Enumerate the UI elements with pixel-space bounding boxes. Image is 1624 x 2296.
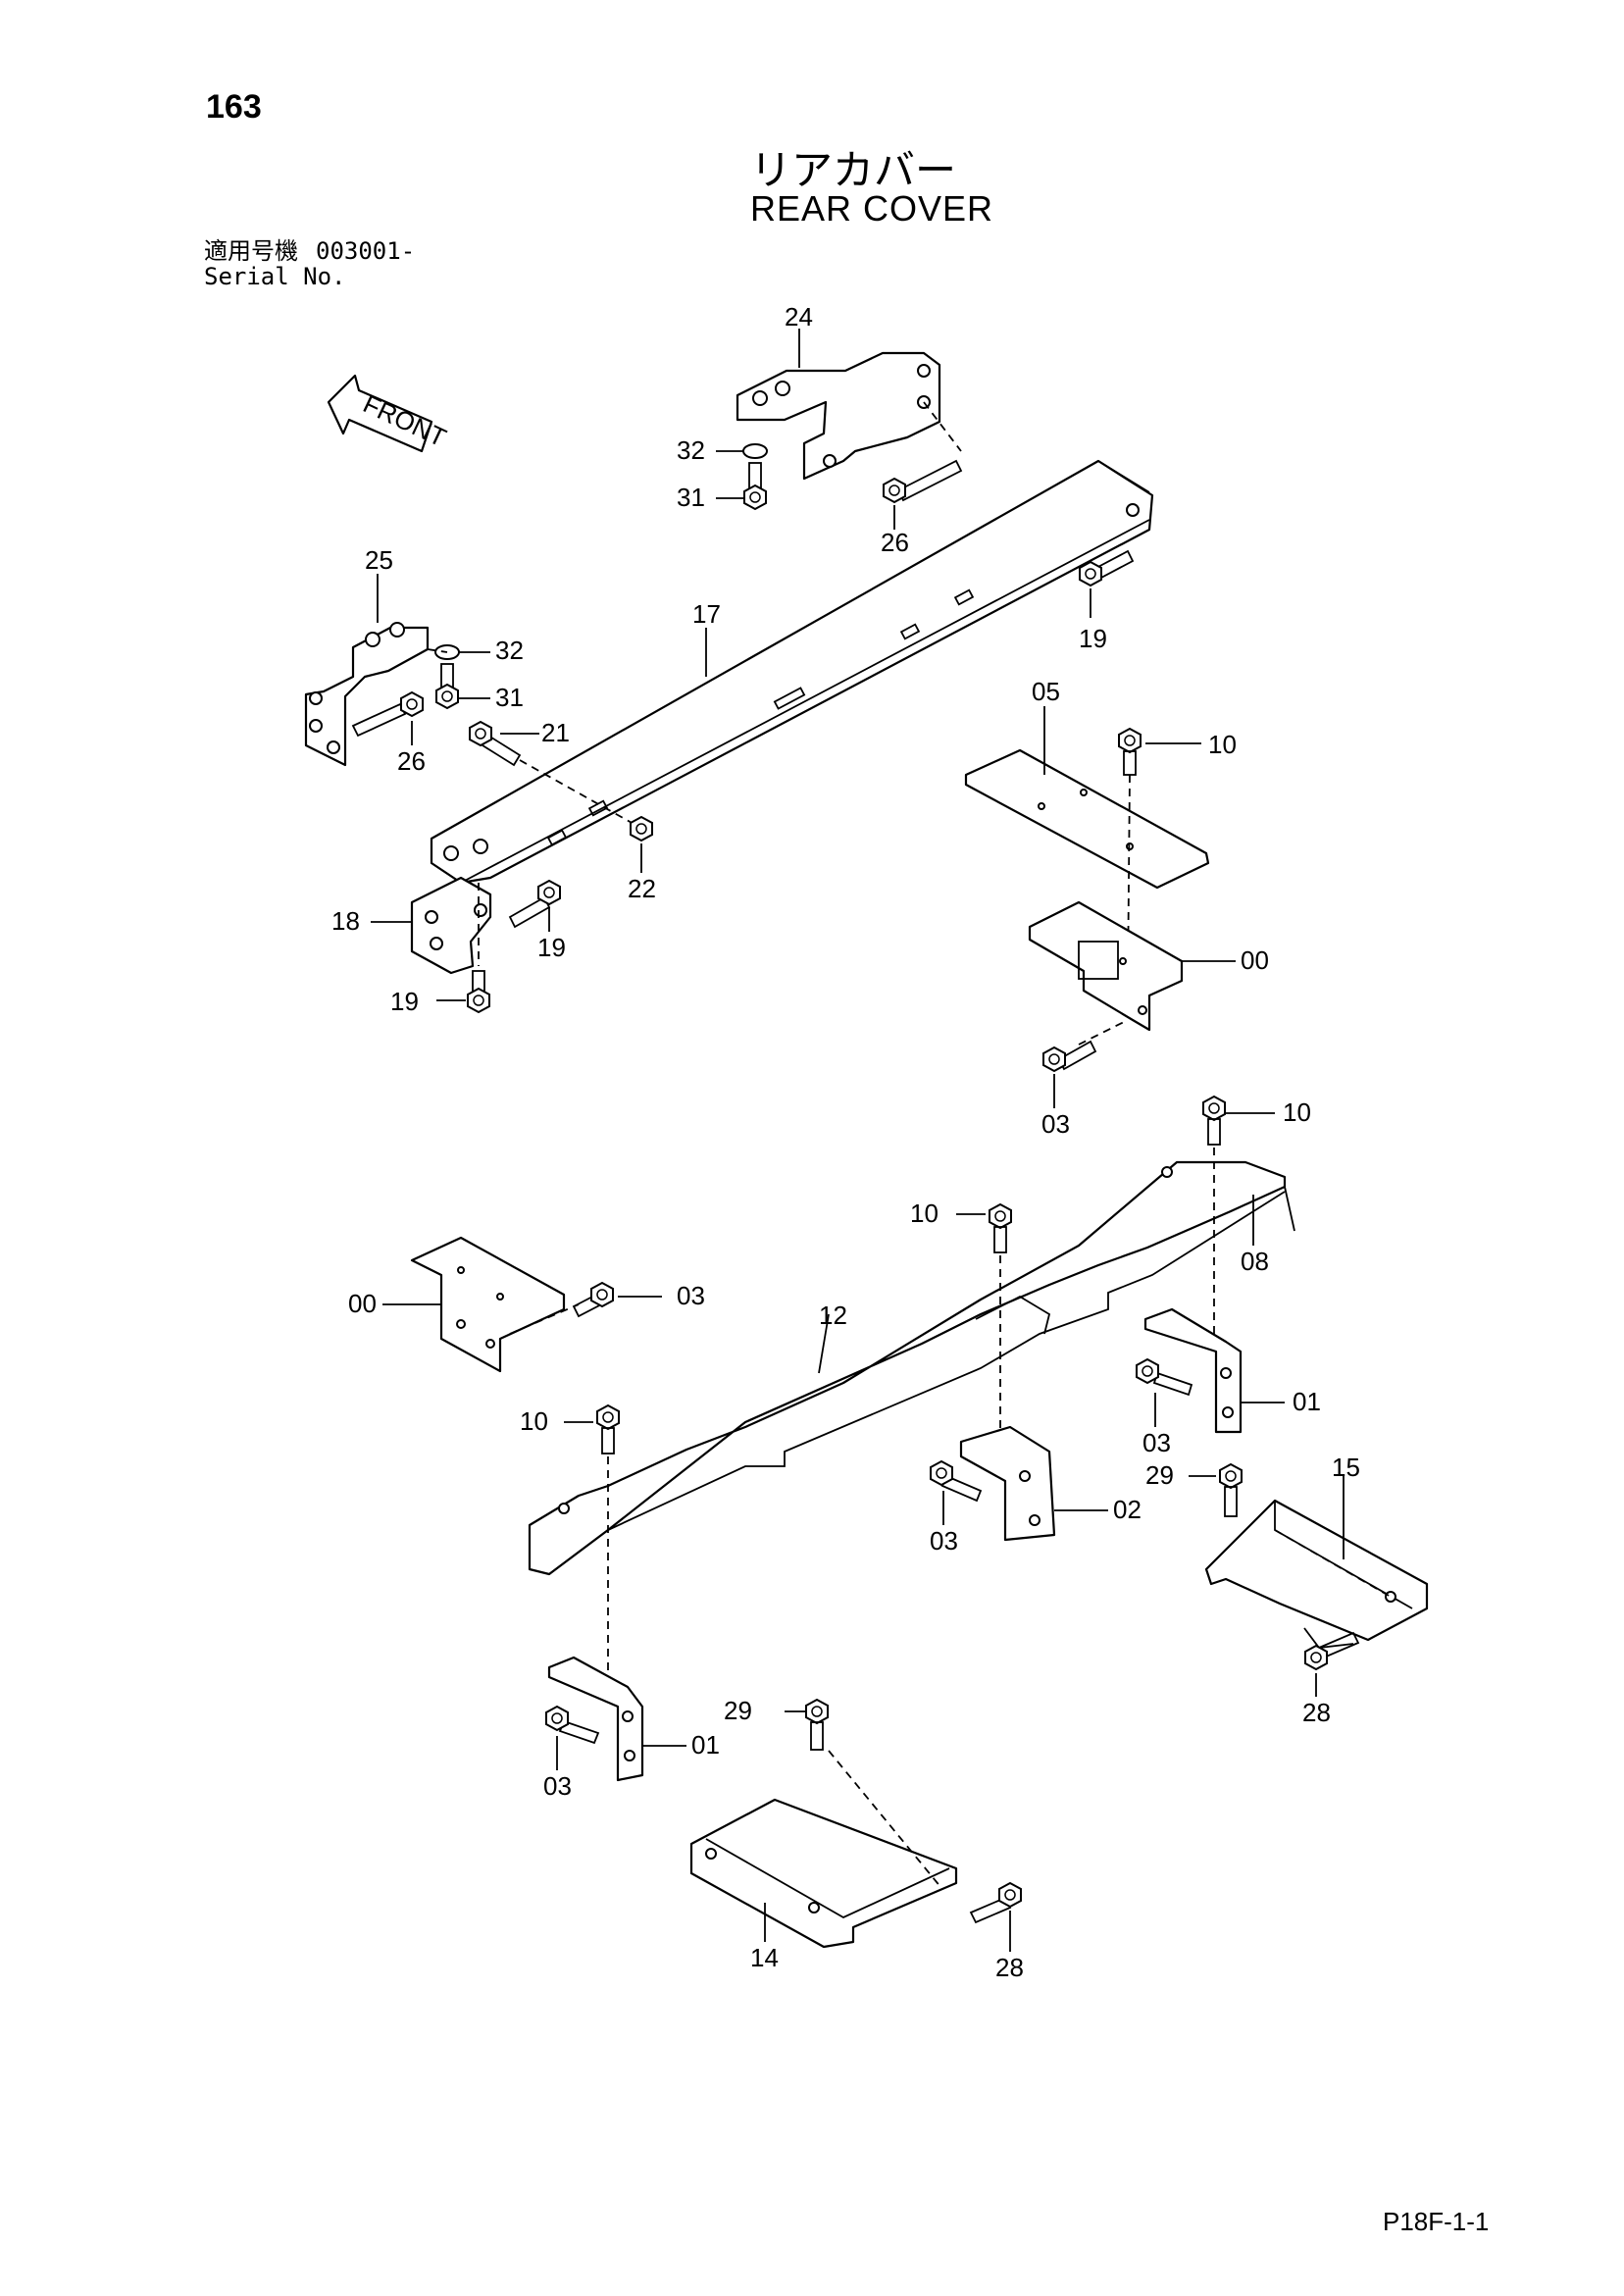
callout-03-lower: 03 — [543, 1771, 572, 1801]
callout-19-horizontal: 19 — [537, 933, 566, 962]
callout-10-right: 10 — [1283, 1097, 1311, 1127]
callout-22: 22 — [628, 874, 656, 903]
callout-03-upper: 03 — [1041, 1109, 1070, 1139]
bolt-10-right — [1202, 1096, 1226, 1146]
bolt-03-left — [572, 1282, 614, 1318]
callout-19-right: 19 — [1079, 624, 1107, 653]
callout-25: 25 — [365, 545, 393, 575]
callout-31-top: 31 — [677, 483, 705, 512]
callout-03-right: 03 — [1142, 1428, 1171, 1457]
callout-05: 05 — [1032, 677, 1060, 706]
rear-cover-12 — [528, 1160, 1287, 1576]
bracket-00-lower — [410, 1236, 566, 1373]
callout-02: 02 — [1113, 1495, 1142, 1524]
bolt-10-left — [596, 1404, 620, 1454]
bolt-10-upper — [1118, 728, 1142, 776]
bolt-21 — [469, 721, 522, 767]
nut-22 — [630, 816, 653, 842]
callout-03-mid: 03 — [930, 1526, 958, 1556]
bolt-10-middle — [989, 1203, 1012, 1253]
callout-19-vertical: 19 — [390, 987, 419, 1016]
plate-15 — [1204, 1499, 1429, 1649]
stay-02 — [959, 1425, 1056, 1542]
callout-01-right: 01 — [1293, 1387, 1321, 1416]
bolt-31-left — [435, 663, 459, 709]
callout-01-left: 01 — [691, 1730, 720, 1760]
washer-32-top — [742, 443, 768, 459]
bracket-18 — [410, 876, 492, 975]
callout-32-top: 32 — [677, 435, 705, 465]
footer-code: P18F-1-1 — [1383, 2207, 1490, 2236]
serial-label-jp: 適用号機 — [204, 237, 298, 265]
callout-03-left: 03 — [677, 1281, 705, 1310]
callout-31-left: 31 — [495, 683, 524, 712]
callout-28-lower: 28 — [995, 1953, 1024, 1982]
callout-32-left: 32 — [495, 636, 524, 665]
stay-01-right — [1143, 1307, 1243, 1434]
bolt-26-top — [883, 459, 963, 503]
callout-10-upper: 10 — [1208, 730, 1237, 759]
callout-12: 12 — [819, 1301, 847, 1330]
serial-info: 適用号機 003001- Serial No. — [204, 238, 432, 289]
bolt-03-upper — [1042, 1040, 1097, 1072]
callout-29-lower: 29 — [724, 1696, 752, 1725]
callout-21: 21 — [541, 718, 570, 747]
cover-plate-05 — [964, 748, 1210, 890]
callout-29-right: 29 — [1145, 1460, 1174, 1490]
bolt-29-right — [1219, 1463, 1243, 1517]
callout-00-upper: 00 — [1241, 945, 1269, 975]
callout-17: 17 — [692, 599, 721, 629]
stay-01-left — [547, 1656, 644, 1782]
bolt-29-lower — [805, 1699, 829, 1751]
title-japanese: リアカバー — [750, 146, 957, 194]
bolt-19-right — [1079, 549, 1135, 587]
front-arrow-icon: FRONT — [327, 374, 451, 452]
bolt-28-lower — [969, 1882, 1022, 1924]
callout-24: 24 — [785, 302, 813, 332]
serial-label-en: Serial No. — [204, 263, 346, 290]
plate-14 — [689, 1798, 958, 1949]
bolt-31-top — [743, 462, 767, 510]
callout-14: 14 — [750, 1943, 779, 1972]
serial-range: 003001- — [316, 237, 416, 265]
callout-26-top: 26 — [881, 528, 909, 557]
callout-00-lower: 00 — [348, 1289, 377, 1318]
callout-10-left: 10 — [520, 1406, 548, 1436]
callout-10-middle: 10 — [910, 1199, 939, 1228]
callout-26-left: 26 — [397, 746, 426, 776]
callout-18: 18 — [331, 906, 360, 936]
bracket-00-upper — [1028, 900, 1184, 1032]
bolt-03-right — [1136, 1358, 1193, 1397]
callout-15: 15 — [1332, 1453, 1360, 1482]
title-english: REAR COVER — [750, 188, 994, 229]
page-number: 163 — [206, 88, 262, 126]
bolt-26-left — [351, 691, 424, 738]
bracket-25 — [304, 622, 430, 767]
rear-beam-17 — [430, 459, 1154, 885]
bolt-19-vertical — [467, 970, 490, 1013]
bolt-19-horizontal — [508, 880, 561, 929]
bolt-03-lower — [545, 1706, 600, 1745]
bracket-24 — [736, 351, 941, 481]
callout-08: 08 — [1241, 1247, 1269, 1276]
bolt-03-mid — [930, 1460, 983, 1503]
bolt-28-right — [1304, 1631, 1360, 1670]
callout-28-right: 28 — [1302, 1698, 1331, 1727]
